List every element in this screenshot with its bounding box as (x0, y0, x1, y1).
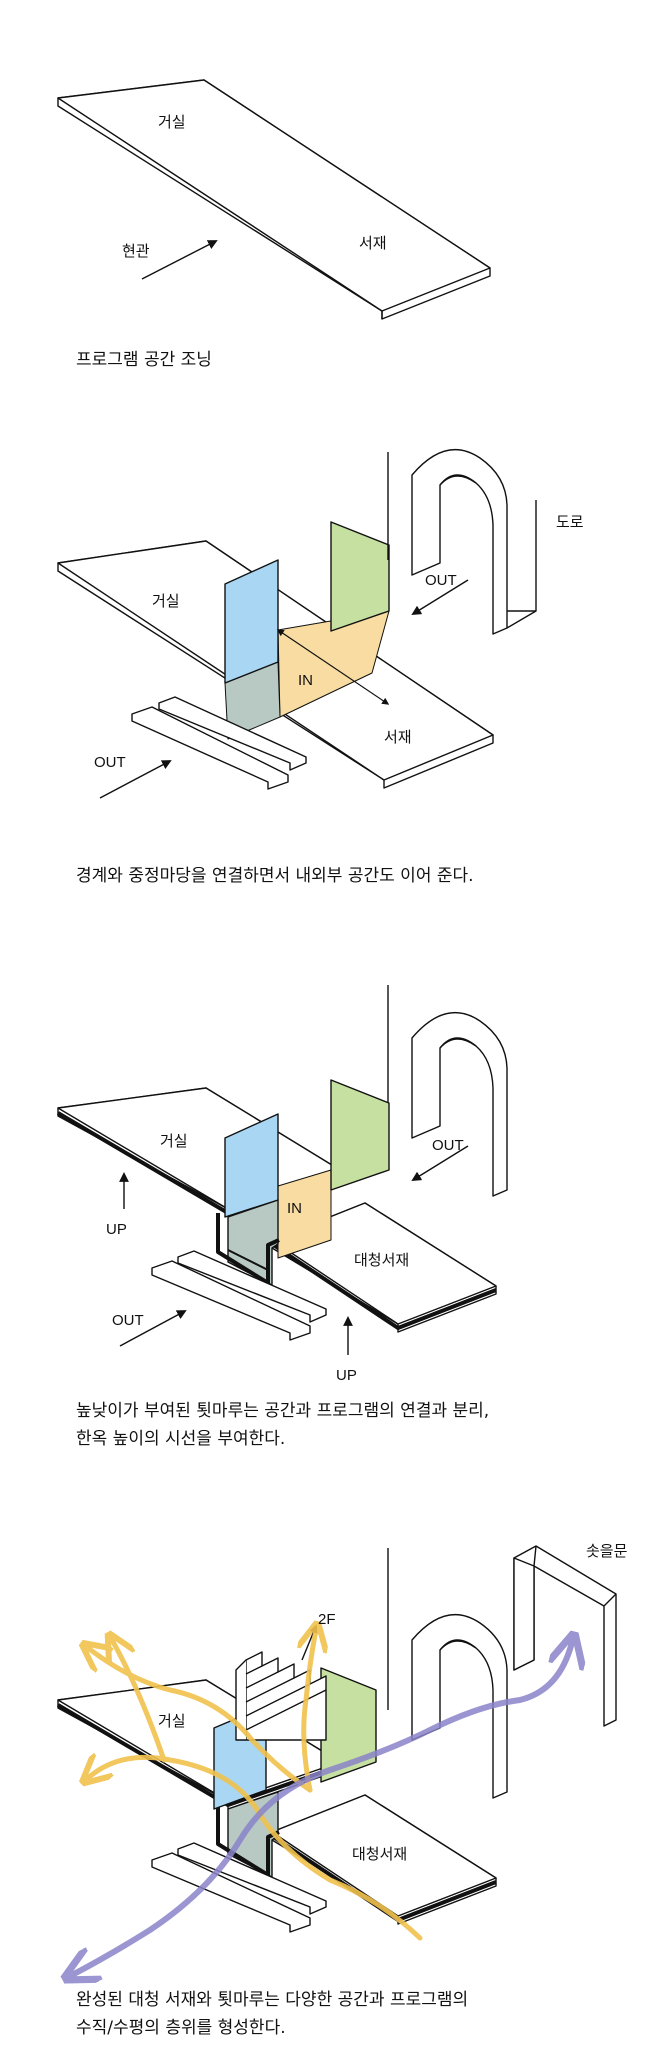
out-label: OUT (425, 572, 457, 589)
blue-wall (224, 1113, 279, 1218)
study-label: 서재 (359, 234, 387, 252)
arch-gate (411, 1011, 508, 1197)
entrance-label: 현관 (122, 242, 150, 260)
up-label: UP (336, 1367, 357, 1384)
caption-boundary: 경계와 중정마당을 연결하면서 내외부 공간도 이어 준다. (76, 866, 474, 886)
living-room-label: 거실 (160, 1132, 188, 1150)
steps (131, 706, 289, 790)
second-floor-label: 2F (318, 1611, 336, 1628)
up-label: UP (106, 1221, 127, 1238)
panel-2-boundary (57, 448, 537, 799)
caption-levels-line2: 한옥 높이의 시선을 부여한다. (76, 1429, 286, 1449)
in-label: IN (298, 672, 313, 689)
steps (151, 1260, 311, 1341)
panel-3-levels (56, 985, 508, 1355)
wind-path (72, 1642, 572, 1975)
wind-paths (72, 1642, 572, 1975)
out-label: OUT (112, 1312, 144, 1329)
caption-levels-line1: 높낮이가 부여된 툇마루는 공간과 프로그램의 연결과 분리, (76, 1401, 490, 1421)
study-label: 대청서재 (354, 1251, 409, 1269)
out-label: OUT (432, 1137, 464, 1154)
study-label: 대청서재 (352, 1845, 407, 1863)
floor-slab-top (57, 79, 491, 312)
steps (177, 1250, 327, 1323)
caption-zoning: 프로그램 공간 조닝 (76, 350, 212, 370)
gate-label: 솟을문 (586, 1542, 628, 1560)
panel-1-zoning (57, 79, 491, 320)
road-label: 도로 (556, 513, 584, 531)
entrance-arrow (141, 240, 218, 280)
in-label: IN (287, 1200, 302, 1217)
arch-gate (411, 448, 508, 635)
green-wall (330, 521, 390, 632)
out-label: OUT (94, 754, 126, 771)
caption-completed-line2: 수직/수평의 층위를 형성한다. (76, 2018, 286, 2038)
living-room-label: 거실 (152, 592, 180, 610)
road-edge (506, 500, 537, 629)
living-room-label: 거실 (158, 113, 186, 131)
steps (158, 696, 307, 771)
study-label: 서재 (384, 728, 412, 746)
panel-4-completed (56, 1545, 617, 1933)
green-wall (330, 1079, 390, 1191)
caption-completed-line1: 완성된 대청 서재와 툇마루는 다양한 공간과 프로그램의 (76, 1990, 469, 2010)
living-room-label: 거실 (158, 1712, 186, 1730)
